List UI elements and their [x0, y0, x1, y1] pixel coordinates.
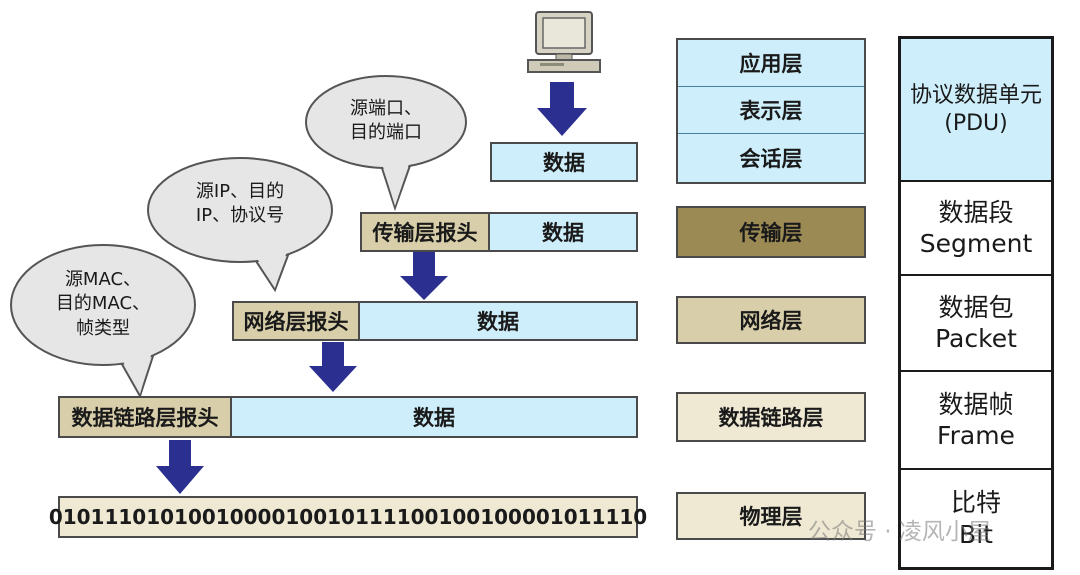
- bubble-transport-text: 源端口、 目的端口: [350, 98, 422, 144]
- layer-session: 会话层: [739, 146, 803, 171]
- pdu-segment-en: Segment: [919, 229, 1033, 258]
- pdu-header-line1: 协议数据单元: [909, 83, 1042, 108]
- osi-upper-layers: 应用层 表示层 会话层: [676, 38, 866, 184]
- pdu-header: 协议数据单元 (PDU): [901, 39, 1051, 182]
- transport-header-box: 传输层报头: [360, 212, 490, 252]
- pdu-packet: 数据包 Packet: [901, 276, 1051, 372]
- network-data-box: 数据: [358, 301, 638, 341]
- speech-bubble-transport: [305, 75, 467, 212]
- pdu-frame-cn: 数据帧: [938, 389, 1014, 419]
- pdu-bit-en: Bit: [959, 519, 993, 549]
- datalink-header-box: 数据链路层报头: [58, 396, 232, 438]
- computer-icon: [527, 11, 601, 73]
- bitstream-box: 0101110101001000010010111100100100001011…: [49, 496, 647, 538]
- pdu-header-line2: (PDU): [944, 110, 1008, 136]
- pdu-frame: 数据帧 Frame: [901, 372, 1051, 470]
- watermark: 公众号 · 凌风小屋: [808, 519, 991, 545]
- pdu-packet-en: Packet: [935, 324, 1017, 353]
- down-arrow-icon: [400, 252, 448, 300]
- pdu-bit-cn: 比特: [950, 488, 1001, 518]
- pdu-column: 协议数据单元 (PDU) 数据段 Segment 数据包 Packet 数据帧 …: [898, 36, 1054, 570]
- layer-transport: 传输层: [676, 206, 866, 258]
- pdu-segment-cn: 数据段: [938, 197, 1014, 227]
- layer-application: 应用层: [678, 40, 864, 87]
- datalink-data-box: 数据: [230, 396, 638, 438]
- speech-bubble-network: [147, 157, 333, 293]
- transport-data-box: 数据: [488, 212, 638, 252]
- down-arrow-icon: [537, 82, 587, 136]
- pdu-segment: 数据段 Segment: [901, 182, 1051, 276]
- speech-bubble-datalink: [10, 244, 196, 399]
- network-header-box: 网络层报头: [232, 301, 360, 341]
- layer-datalink: 数据链路层: [676, 392, 866, 442]
- layer-network: 网络层: [676, 296, 866, 344]
- bubble-network-text: 源IP、目的 IP、协议号: [195, 181, 285, 227]
- down-arrow-icon: [156, 440, 204, 494]
- pdu-frame-en: Frame: [937, 421, 1015, 450]
- layer-presentation: 表示层: [678, 87, 864, 134]
- bubble-datalink-text: 源MAC、 目的MAC、 帧类型: [55, 269, 151, 339]
- pdu-packet-cn: 数据包: [938, 292, 1014, 322]
- down-arrow-icon: [309, 342, 357, 392]
- app-data-box: 数据: [490, 142, 638, 182]
- layer-physical: 物理层: [676, 492, 866, 540]
- arrows: [156, 82, 587, 494]
- pdu-bit: 比特 Bit: [901, 470, 1051, 567]
